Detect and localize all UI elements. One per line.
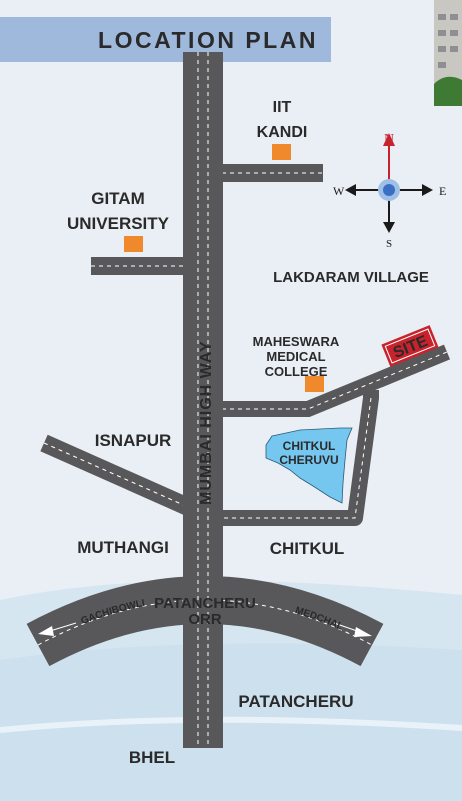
label-maheswara: MAHESWARA (253, 334, 340, 349)
header-band (0, 17, 331, 62)
compass-w: W (333, 184, 345, 198)
road-mumbai-highway (183, 52, 223, 748)
label-chitkul-cheruvu-1: CHITKUL (283, 439, 336, 453)
label-lakdaram-village: LAKDARAM VILLAGE (273, 269, 429, 286)
compass-rose-icon (345, 133, 433, 233)
label-patancheru-orr-1: PATANCHERU (154, 595, 256, 612)
orr-arrows (38, 622, 372, 637)
lake-chitkul-cheruvu (265, 427, 353, 504)
road-gitam (91, 257, 184, 275)
compass-e: E (439, 184, 446, 198)
label-university: UNIVERSITY (67, 214, 170, 233)
label-bhel: BHEL (129, 748, 175, 767)
road-network (26, 52, 451, 748)
marker-maheswara (305, 376, 324, 392)
label-mumbai-highway: MUMBAI HIGH WAY (198, 340, 215, 505)
label-patancheru: PATANCHERU (238, 692, 353, 711)
label-chitkul: CHITKUL (270, 539, 345, 558)
arrow-right-icon (354, 627, 372, 637)
page-title: LOCATION PLAN (98, 27, 318, 53)
arrow-left-icon (38, 626, 54, 636)
compass-n: N (384, 132, 394, 147)
marker-gitam (124, 236, 143, 252)
label-iit: IIT (273, 99, 292, 116)
label-muthangi: MUTHANGI (77, 538, 169, 557)
label-gitam: GITAM (91, 189, 145, 208)
water-wave-line (0, 716, 462, 733)
label-college: COLLEGE (265, 364, 328, 379)
label-patancheru-orr-2: ORR (188, 611, 222, 628)
label-medical: MEDICAL (266, 349, 325, 364)
label-kandi: KANDI (257, 124, 308, 141)
marker-iit-kandi (272, 144, 291, 160)
label-chitkul-cheruvu-2: CHERUVU (279, 453, 338, 467)
label-isnapur: ISNAPUR (95, 431, 172, 450)
building-photo (434, 0, 462, 106)
compass-s: S (386, 238, 392, 250)
